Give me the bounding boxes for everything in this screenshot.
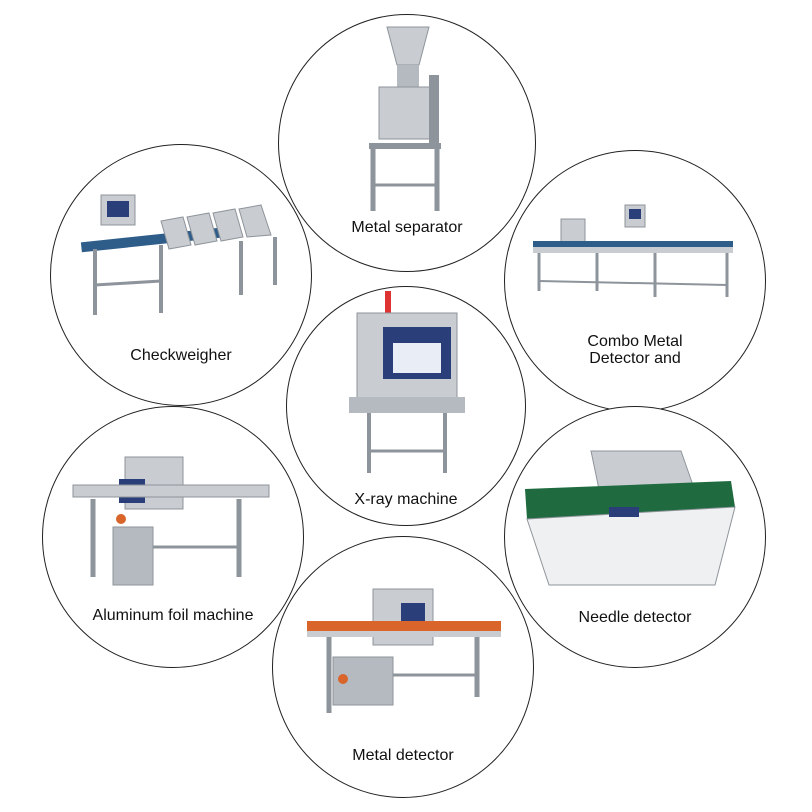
metal-separator-label: Metal separator xyxy=(351,219,463,236)
checkweigher-image xyxy=(80,194,277,315)
metal-detector-image xyxy=(307,588,501,713)
product-circle-xray: X-ray machine xyxy=(286,286,526,526)
product-circle-combo: Combo Metal Detector and xyxy=(504,150,766,412)
checkweigher-label: Checkweigher xyxy=(130,347,232,364)
metal-separator-image xyxy=(369,26,441,211)
aluminum-image xyxy=(72,456,270,586)
xray-label: X-ray machine xyxy=(354,491,458,508)
product-circle-needle: Needle detector xyxy=(504,406,766,668)
needle-label: Needle detector xyxy=(578,609,692,626)
xray-image xyxy=(349,291,465,473)
metal-detector-label: Metal detector xyxy=(352,747,454,764)
product-circle-metal-detector: Metal detector xyxy=(272,536,534,798)
product-circle-checkweigher: Checkweigher xyxy=(50,144,312,406)
combo-label: Combo Metal Detector and xyxy=(587,333,683,367)
product-circle-aluminum: Aluminum foil machine xyxy=(42,406,304,668)
needle-image xyxy=(525,450,736,586)
combo-image xyxy=(533,204,733,297)
product-circle-metal-separator: Metal separator xyxy=(278,14,536,272)
aluminum-label: Aluminum foil machine xyxy=(92,607,254,624)
